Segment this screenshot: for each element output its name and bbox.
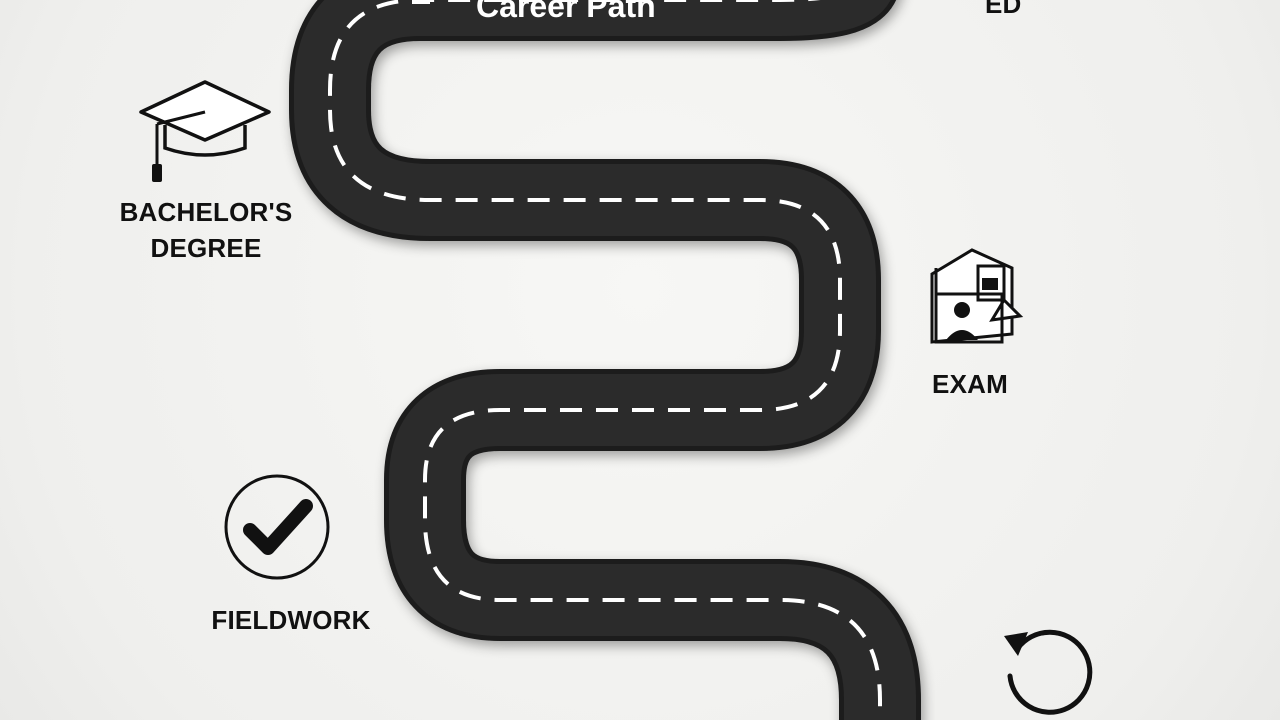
lane-markings — [328, 0, 882, 720]
graduation-cap-icon — [139, 80, 271, 182]
milestone-label-exam: EXAM — [932, 369, 1008, 399]
milestone-label-bachelors-degree: BACHELOR'S DEGREE — [119, 197, 293, 263]
milestone-label-fieldwork: FIELDWORK — [211, 605, 371, 635]
road-tick-mark — [412, 0, 430, 4]
restart-arrow-icon — [1004, 629, 1093, 715]
milestone-label-top-right: ED — [985, 0, 1022, 19]
checkmark-circle-icon — [224, 474, 330, 580]
page-title: Career Path — [476, 0, 656, 24]
exam-document-icon — [930, 248, 1024, 344]
